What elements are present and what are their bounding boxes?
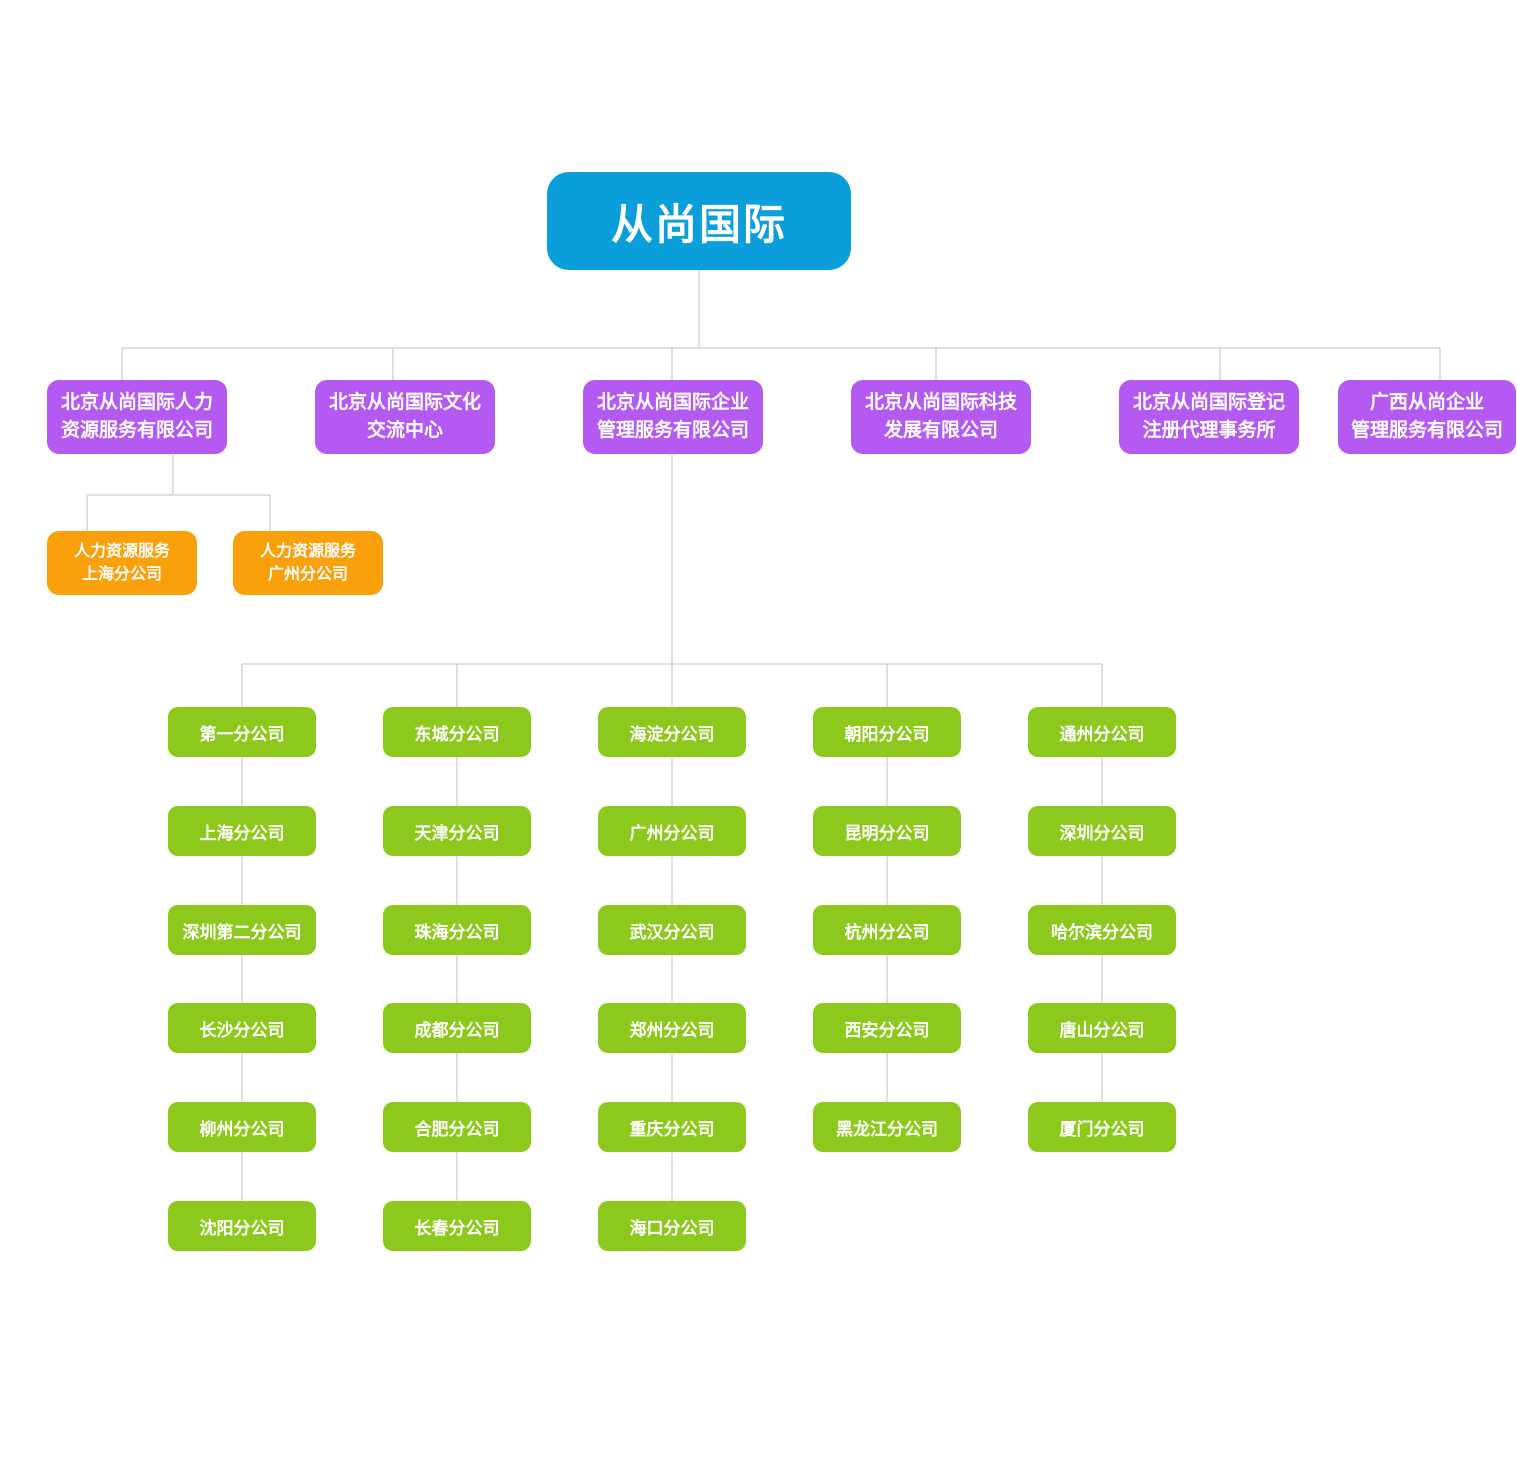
branch-node-c2-r3: 珠海分公司	[383, 905, 531, 955]
branch-node-c4-r2: 昆明分公司	[813, 806, 961, 856]
branch-node-c3-r4: 郑州分公司	[598, 1003, 746, 1053]
company-node-registration-agency: 北京从尚国际登记 注册代理事务所	[1119, 380, 1299, 454]
branch-node-c4-r3: 杭州分公司	[813, 905, 961, 955]
company-node-tech-development: 北京从尚国际科技 发展有限公司	[851, 380, 1031, 454]
branch-node-c5-r3: 哈尔滨分公司	[1028, 905, 1176, 955]
branch-node-c5-r2: 深圳分公司	[1028, 806, 1176, 856]
branch-node-c1-r3: 深圳第二分公司	[168, 905, 316, 955]
company-node-culture-exchange: 北京从尚国际文化 交流中心	[315, 380, 495, 454]
hr-branch-node-shanghai: 人力资源服务 上海分公司	[47, 531, 197, 595]
company-node-hr-services: 北京从尚国际人力 资源服务有限公司	[47, 380, 227, 454]
branch-node-c2-r4: 成都分公司	[383, 1003, 531, 1053]
branch-node-c3-r5: 重庆分公司	[598, 1102, 746, 1152]
branch-node-c4-r4: 西安分公司	[813, 1003, 961, 1053]
branch-node-c3-r6: 海口分公司	[598, 1201, 746, 1251]
branch-node-c2-r5: 合肥分公司	[383, 1102, 531, 1152]
branch-node-c5-r1: 通州分公司	[1028, 707, 1176, 757]
company-node-guangxi-mgmt: 广西从尚企业 管理服务有限公司	[1338, 380, 1516, 454]
branch-node-c2-r6: 长春分公司	[383, 1201, 531, 1251]
branch-node-c4-r1: 朝阳分公司	[813, 707, 961, 757]
branch-node-c1-r5: 柳州分公司	[168, 1102, 316, 1152]
company-node-enterprise-mgmt: 北京从尚国际企业 管理服务有限公司	[583, 380, 763, 454]
branch-node-c5-r4: 唐山分公司	[1028, 1003, 1176, 1053]
branch-node-c2-r1: 东城分公司	[383, 707, 531, 757]
branch-node-c2-r2: 天津分公司	[383, 806, 531, 856]
branch-node-c3-r1: 海淀分公司	[598, 707, 746, 757]
branch-node-c1-r4: 长沙分公司	[168, 1003, 316, 1053]
branch-node-c3-r2: 广州分公司	[598, 806, 746, 856]
branch-node-c1-r2: 上海分公司	[168, 806, 316, 856]
branch-node-c1-r1: 第一分公司	[168, 707, 316, 757]
branch-node-c4-r5: 黑龙江分公司	[813, 1102, 961, 1152]
branch-node-c5-r5: 厦门分公司	[1028, 1102, 1176, 1152]
branch-node-c1-r6: 沈阳分公司	[168, 1201, 316, 1251]
org-node-root: 从尚国际	[547, 172, 851, 270]
hr-branch-node-guangzhou: 人力资源服务 广州分公司	[233, 531, 383, 595]
branch-node-c3-r3: 武汉分公司	[598, 905, 746, 955]
